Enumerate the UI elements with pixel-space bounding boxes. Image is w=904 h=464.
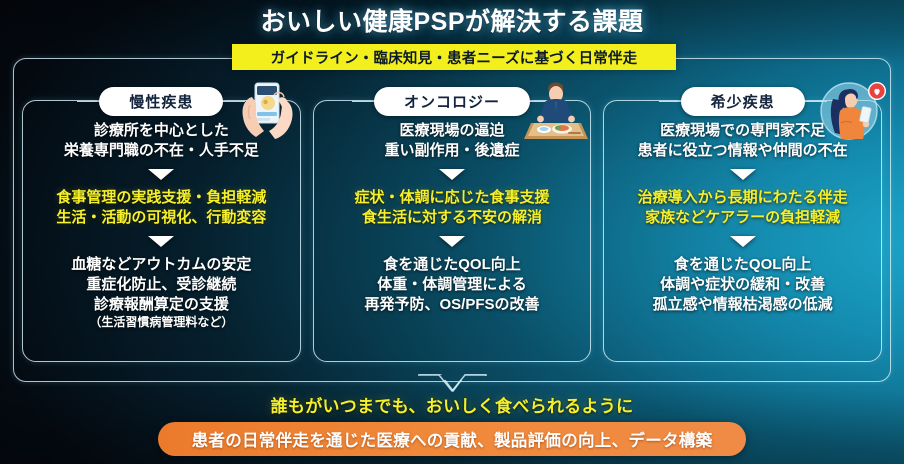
column-2-solution-line-1: 症状・体調に応じた食事支援 [354,188,550,206]
column-2-outcome-line-3: 再発予防、OS/PFSの改善 [364,295,540,313]
down-arrow-icon [439,168,465,180]
column-2-outcome-line-2: 体重・体調管理による [377,275,527,293]
ribbon-banner: ガイドライン・臨床知見・患者ニーズに基づく日常伴走 [232,44,676,70]
down-arrow-icon [439,235,465,247]
column-3-solution-line-2: 家族などケアラーの負担軽減 [645,208,841,226]
down-arrow-icon [148,235,175,247]
footer-pill-row: 患者の日常伴走を通じた医療への貢献、製品評価の向上、データ構築 [0,422,904,456]
column-1-outcome-line-2: 重症化防止、受診継続 [86,275,237,293]
hands-holding-smartphone-illustration [242,82,293,139]
column-oncology: オンコロジー [312,82,592,362]
column-3-outcome-line-2: 体調や症状の緩和・改善 [660,275,826,293]
column-2-problem-line-2: 重い副作用・後遺症 [384,141,520,159]
footer-tagline: 誰もがいつまでも、おいしく食べられるように [270,397,634,416]
down-arrow-icon [729,235,756,247]
page-title: おいしい健康PSPが解決する課題 [260,8,644,36]
woman-with-phone-heart-badge-illustration [820,82,887,140]
person-at-meal-table-illustration [524,82,589,139]
footer-highlight-pill: 患者の日常伴走を通じた医療への貢献、製品評価の向上、データ構築 [157,422,747,456]
frame-bottom-chevron-visible [418,374,486,392]
column-1-solution-line-2: 生活・活動の可視化、行動変容 [56,208,267,226]
column-3-outcome-line-1: 食を通じたQOL向上 [673,255,812,273]
column-3-problem-line-2: 患者に役立つ情報や仲間の不在 [637,141,848,159]
column-3-solution-line-1: 治療導入から長期にわたる伴走 [637,188,848,206]
column-1-body: 診療所を中心とした 栄養専門職の不在・人手不足 食事管理の実践支援・負担軽減 生… [23,121,300,331]
pill-connector-left [352,100,374,103]
column-1-outcome-line-1: 血糖などアウトカムの安定 [71,255,252,273]
frame-bottom-mask [419,375,485,380]
pill-connector-left [658,100,681,103]
column-2-outcome-line-1: 食を通じたQOL向上 [383,255,521,273]
column-1-problem-line-1: 診療所を中心とした [93,122,229,139]
column-3-outcome-line-3: 孤立感や情報枯渇感の低減 [652,295,833,313]
column-1-problem-line-2: 栄養専門職の不在・人手不足 [63,141,259,159]
column-2-problem-line-1: 医療現場の逼迫 [399,122,505,139]
columns-container: 慢性疾患 診療 [22,82,887,362]
column-3-problem-line-1: 医療現場での専門家不足 [660,122,826,139]
column-chronic-disease: 慢性疾患 診療 [22,82,301,362]
column-1-outcome-line-3: 診療報酬算定の支援 [93,295,229,313]
column-1-outcome-note: （生活習慣病管理料など） [89,314,234,329]
column-2-body: 医療現場の逼迫 重い副作用・後遺症 症状・体調に応じた食事支援 食生活に対する不… [314,121,591,315]
column-1-solution-line-1: 食事管理の実践支援・負担軽減 [56,188,267,206]
column-3-body: 医療現場での専門家不足 患者に役立つ情報や仲間の不在 治療導入から長期にわたる伴… [604,121,881,315]
pill-connector-left [77,100,100,103]
down-arrow-icon [729,168,756,180]
down-arrow-icon [148,168,175,180]
column-rare-disease: 希少疾患 [603,82,887,362]
column-2-solution-line-2: 食生活に対する不安の解消 [362,208,543,226]
